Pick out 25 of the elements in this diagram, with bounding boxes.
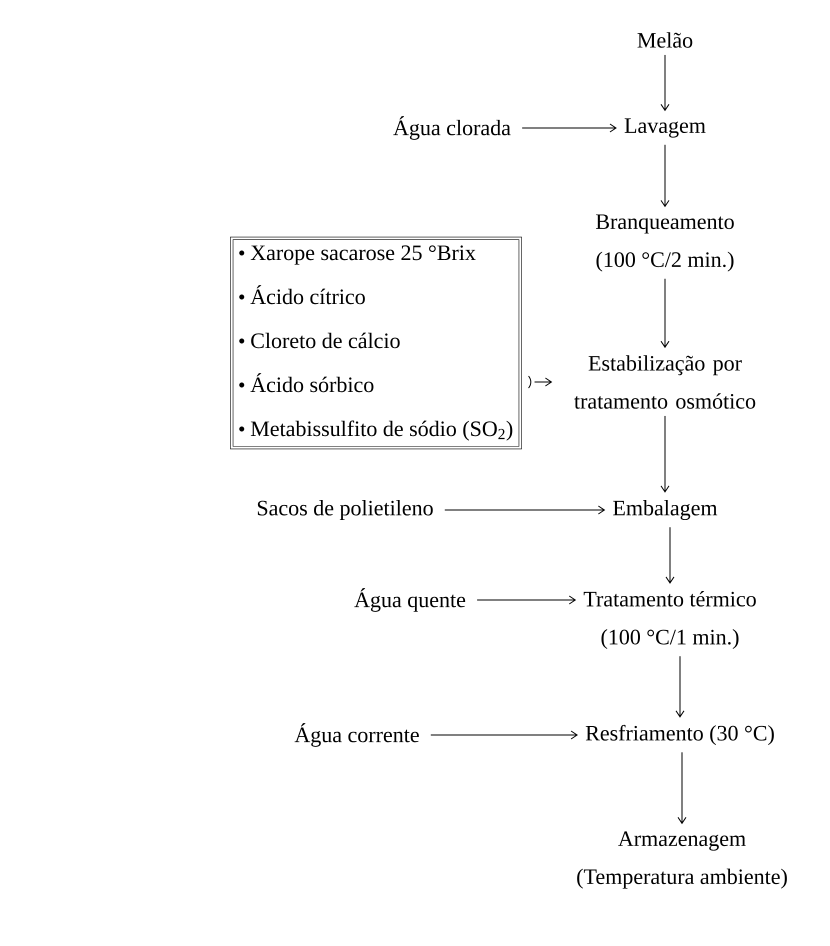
arrow xyxy=(660,278,670,348)
input-label: Água clorada xyxy=(393,116,511,140)
arrow xyxy=(676,656,684,718)
input-label: Água quente xyxy=(354,588,466,612)
arrow xyxy=(444,506,606,514)
step-label: Armazenagem (Temperatura ambiente) xyxy=(577,831,787,889)
input-label: Água corrente xyxy=(294,723,419,747)
arrow xyxy=(666,526,674,584)
step-label: Melão xyxy=(638,32,692,48)
arrow xyxy=(678,752,686,824)
step-label: Resfriamento (30 °C) xyxy=(586,724,774,746)
arrow xyxy=(660,144,670,208)
ingredient-list-box: Xarope sacarose 25 °Brix Ácido cítrico Cloreto de cálcio Ácido sórbico Metabissulfito de sódio (SO$_{2}$) xyxy=(230,236,522,450)
input-label: Sacos de polietileno xyxy=(258,500,433,520)
step-label: Embalagem xyxy=(613,500,718,520)
step-label: Branqueamento (100 °C/2 min.) xyxy=(596,214,734,272)
arrow xyxy=(522,124,617,132)
arrow xyxy=(476,596,576,604)
step-label: Tratamento térmico (100 °C/1 min.) xyxy=(584,591,756,649)
step-label: Estabilização por tratamento osmótico xyxy=(574,355,756,409)
step-label: Lavagem xyxy=(624,118,706,138)
arrow xyxy=(430,730,578,740)
arrow xyxy=(660,415,670,493)
arrow xyxy=(660,54,670,112)
arrow xyxy=(534,378,552,386)
